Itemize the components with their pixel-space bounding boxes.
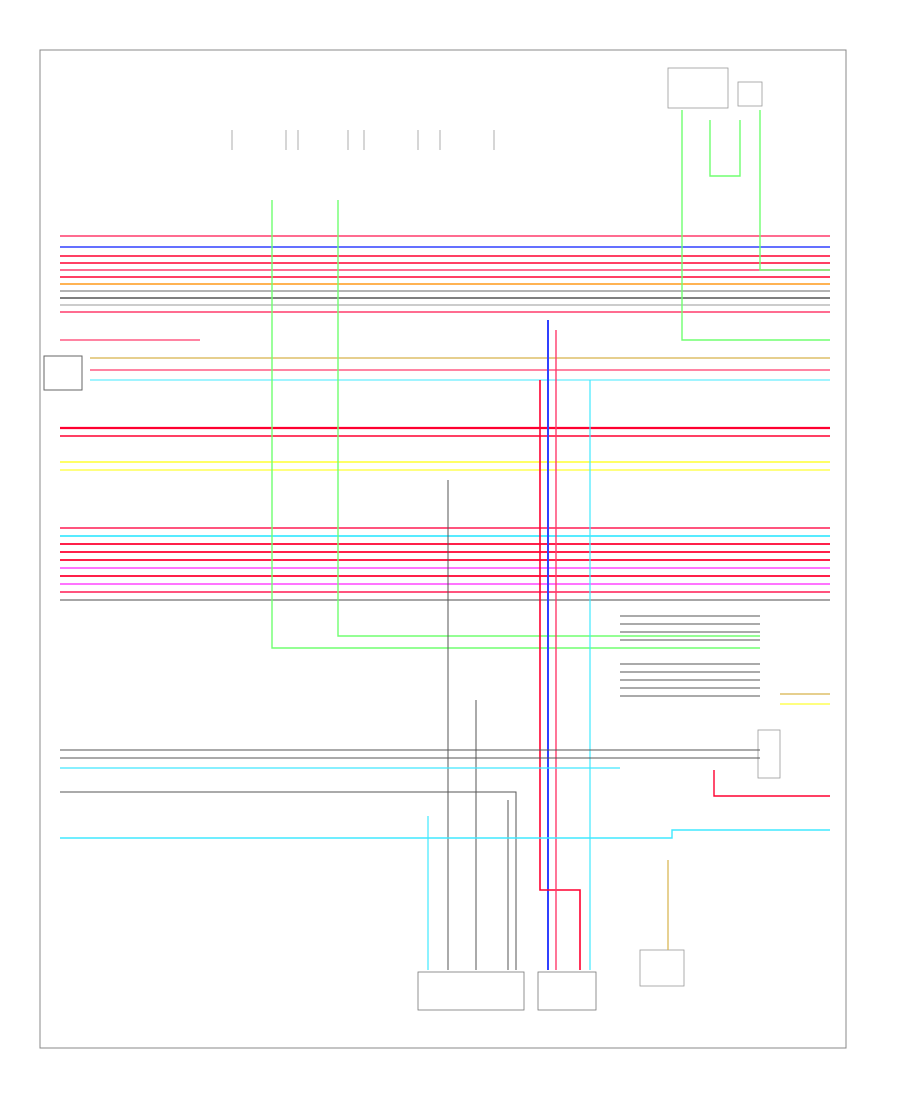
connector-seat-sensor-4 <box>439 130 495 150</box>
module-right-mid <box>757 729 781 779</box>
green-wire-0 <box>271 200 760 649</box>
sensor-connectors-top <box>231 130 495 150</box>
wire-group <box>60 110 830 970</box>
module-bottom-3 <box>639 949 685 987</box>
module-bottom-1 <box>417 971 525 1011</box>
green-wire-3 <box>759 110 830 271</box>
bottom-wire-6 <box>713 770 830 797</box>
module-left <box>43 355 83 391</box>
red-wire-vertical <box>539 380 581 970</box>
diagram-frame <box>39 49 847 1049</box>
green-wire-2 <box>681 110 830 341</box>
green-wire-4 <box>709 120 741 177</box>
connector-seat-sensor-1 <box>231 130 287 150</box>
connector-seat-sensor-3 <box>363 130 419 150</box>
module-top-right <box>667 67 763 109</box>
bottom-wire-3 <box>60 791 517 970</box>
module-bottom-2 <box>537 971 597 1011</box>
bottom-wire-4 <box>60 829 830 839</box>
green-wire-1 <box>337 200 760 637</box>
connector-seat-sensor-2 <box>297 130 349 150</box>
